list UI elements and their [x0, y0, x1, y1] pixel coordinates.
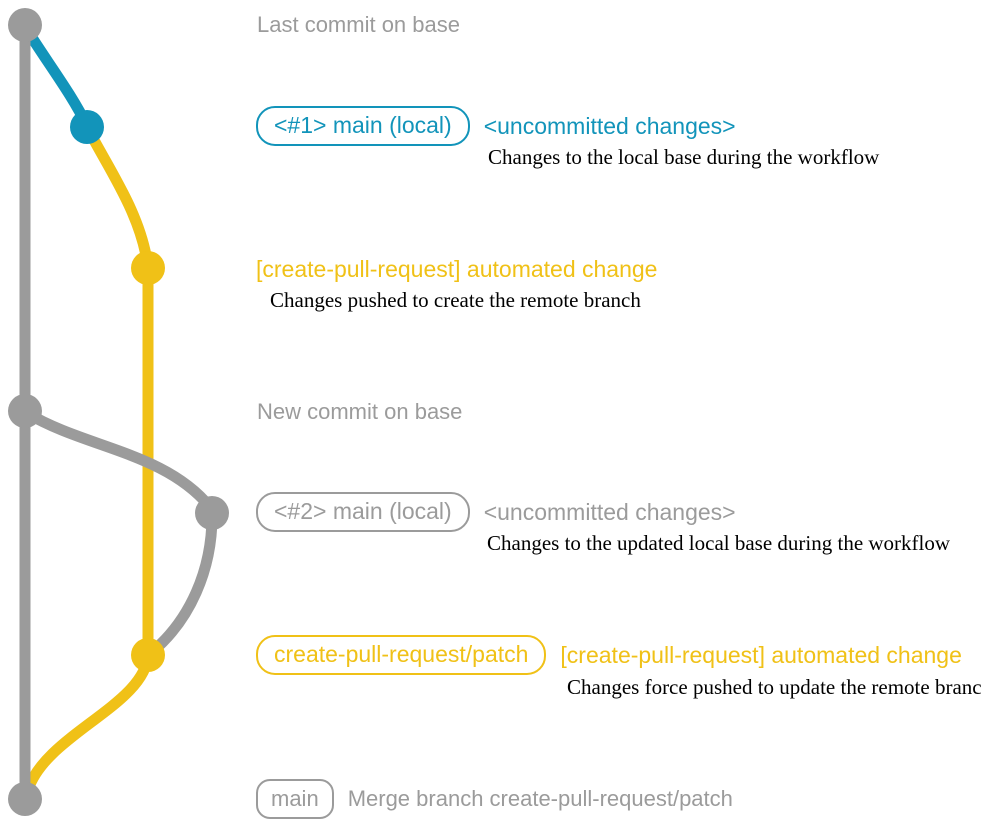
commit-dot-local-commit-2: [195, 496, 229, 530]
label-row-new-commit: New commit on base: [257, 399, 462, 425]
label-row-last-commit: Last commit on base: [257, 12, 460, 38]
row-local-commit-2: <#2> main (local) <uncommitted changes>: [256, 492, 736, 532]
commit-description-3: Changes to the updated local base during…: [487, 531, 951, 555]
commit-description-1: Changes to the local base during the wor…: [488, 145, 880, 169]
updated-local-branch-line-in: [146, 510, 218, 658]
last-commit-label: Last commit on base: [257, 12, 460, 37]
local-changes-branch-line: [20, 22, 93, 132]
git-graph: [8, 8, 229, 816]
new-commit-label: New commit on base: [257, 399, 463, 424]
row-automated-change-2: create-pull-request/patch [create-pull-r…: [256, 635, 962, 675]
commit-dot-new-commit-on-base: [8, 394, 42, 428]
commit-dot-merge-commit: [8, 782, 42, 816]
branch-badge-patch: create-pull-request/patch: [256, 635, 547, 675]
commit-heading-merge: Merge branch create-pull-request/patch: [347, 786, 733, 811]
commit-dot-automated-change-2: [131, 638, 165, 672]
commit-heading-automated-change-2: [create-pull-request] automated change: [560, 641, 962, 668]
branch-badge-main-local-2: <#2> main (local): [256, 492, 470, 532]
commit-heading-automated-change-1: [create-pull-request] automated change: [256, 256, 658, 282]
commit-dot-last-commit-on-base: [8, 8, 42, 42]
row-local-commit-1: <#1> main (local) <uncommitted changes>: [256, 106, 736, 146]
commit-heading-uncommitted-changes-1: <uncommitted changes>: [483, 112, 736, 139]
row-merge-commit: main Merge branch create-pull-request/pa…: [256, 779, 733, 819]
row-automated-change-1: [create-pull-request] automated change: [256, 256, 657, 283]
commit-description-4: Changes force pushed to update the remot…: [567, 675, 981, 699]
commit-description-2: Changes pushed to create the remote bran…: [270, 288, 641, 312]
branch-badge-main: main: [256, 779, 334, 819]
branch-badge-main-local-1: <#1> main (local): [256, 106, 470, 146]
commit-heading-uncommitted-changes-2: <uncommitted changes>: [483, 498, 736, 525]
updated-local-branch-line-out: [21, 407, 216, 513]
commit-dot-automated-change-1: [131, 251, 165, 285]
commit-dot-local-commit-1: [70, 110, 104, 144]
